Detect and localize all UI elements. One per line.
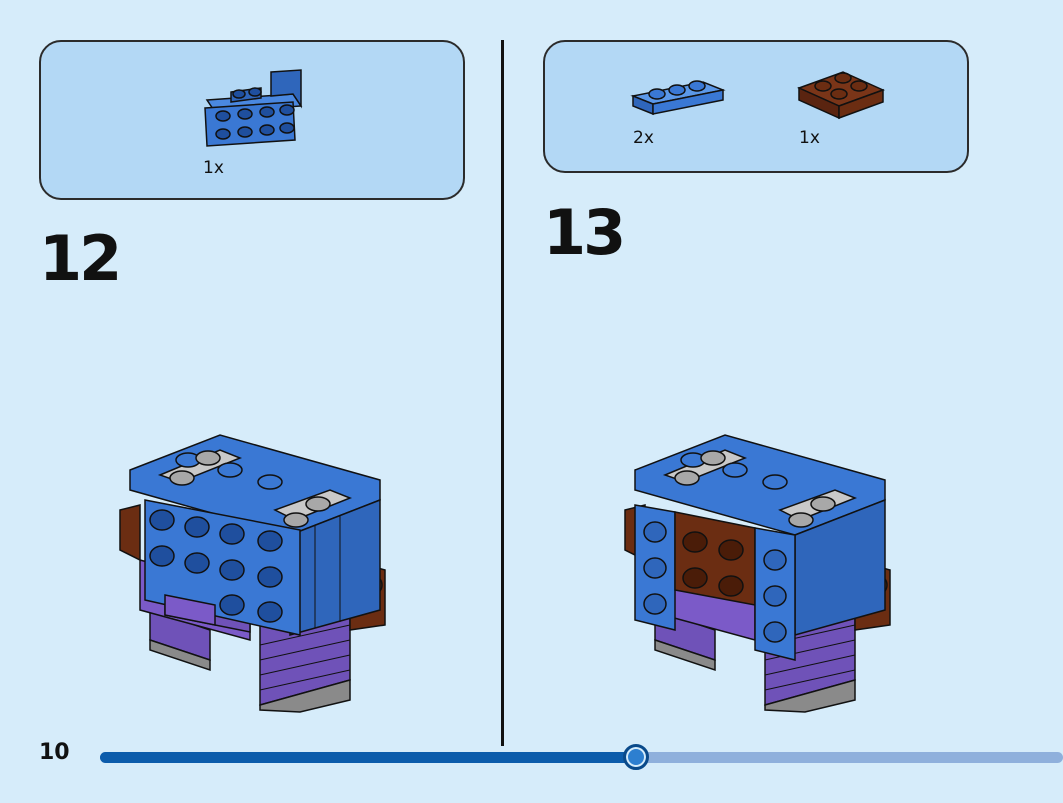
part-quantity: 2x [633,128,654,148]
step-number-13: 13 [543,196,626,269]
part-quantity: 1x [799,128,820,148]
step-divider [501,40,504,746]
part-quantity: 1x [203,158,224,178]
blue-bracket-plate-part [204,69,303,147]
parts-callout-step-13: 2x 1x [543,40,969,173]
step-number-12: 12 [39,222,122,295]
model-step-13 [624,434,891,713]
progress-fill [100,752,636,763]
page-number: 10 [39,740,70,765]
model-step-12 [119,434,386,713]
progress-bar [100,744,1063,770]
brown-plate-2x2-part [797,71,885,120]
parts-callout-step-12: 1x [39,40,465,200]
progress-marker [623,744,650,770]
blue-plate-1x3-part [630,80,726,116]
